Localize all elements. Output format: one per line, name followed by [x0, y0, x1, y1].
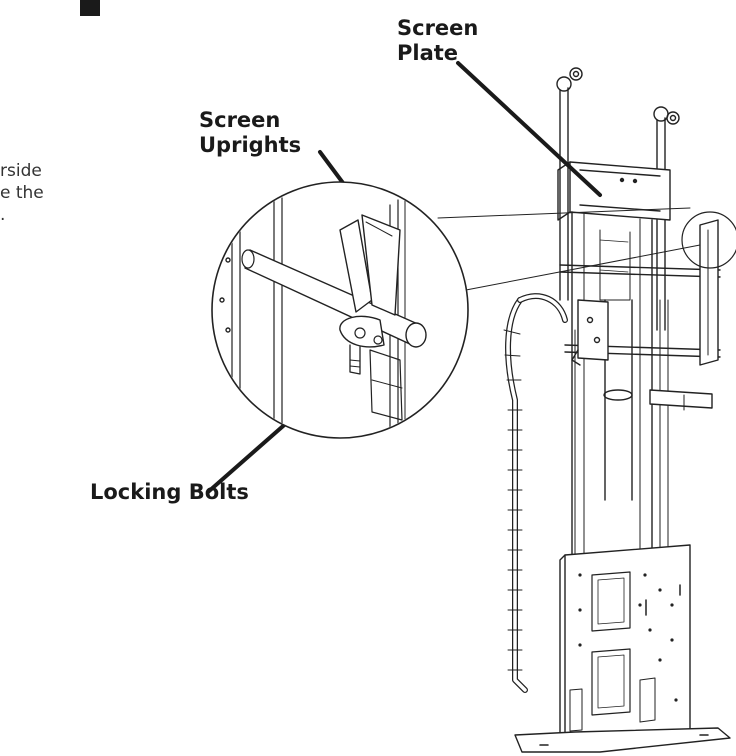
lift-column-assembly [503, 67, 731, 753]
zoom-connector-lines [437, 207, 701, 291]
label-screen-plate-line-1: Screen [397, 16, 479, 40]
leader-screen-plate [456, 61, 602, 197]
cutoff-text-line-2: e the [0, 183, 44, 203]
detail-reference-circle [681, 211, 736, 269]
label-locking-bolts: Locking Bolts [90, 480, 249, 504]
header-bar-fragment [80, 0, 100, 16]
cutoff-text-line-3: . [0, 205, 6, 225]
label-screen-plate: Screen Plate [397, 16, 478, 66]
cutoff-text-line-1: rside [0, 161, 42, 181]
label-screen-uprights: Screen Uprights [199, 108, 301, 158]
label-screen-plate-line-2: Plate [397, 41, 459, 65]
label-screen-uprights-line-1: Screen [199, 108, 281, 132]
zoom-detail-circle [211, 181, 469, 439]
label-screen-uprights-line-2: Uprights [199, 133, 302, 157]
